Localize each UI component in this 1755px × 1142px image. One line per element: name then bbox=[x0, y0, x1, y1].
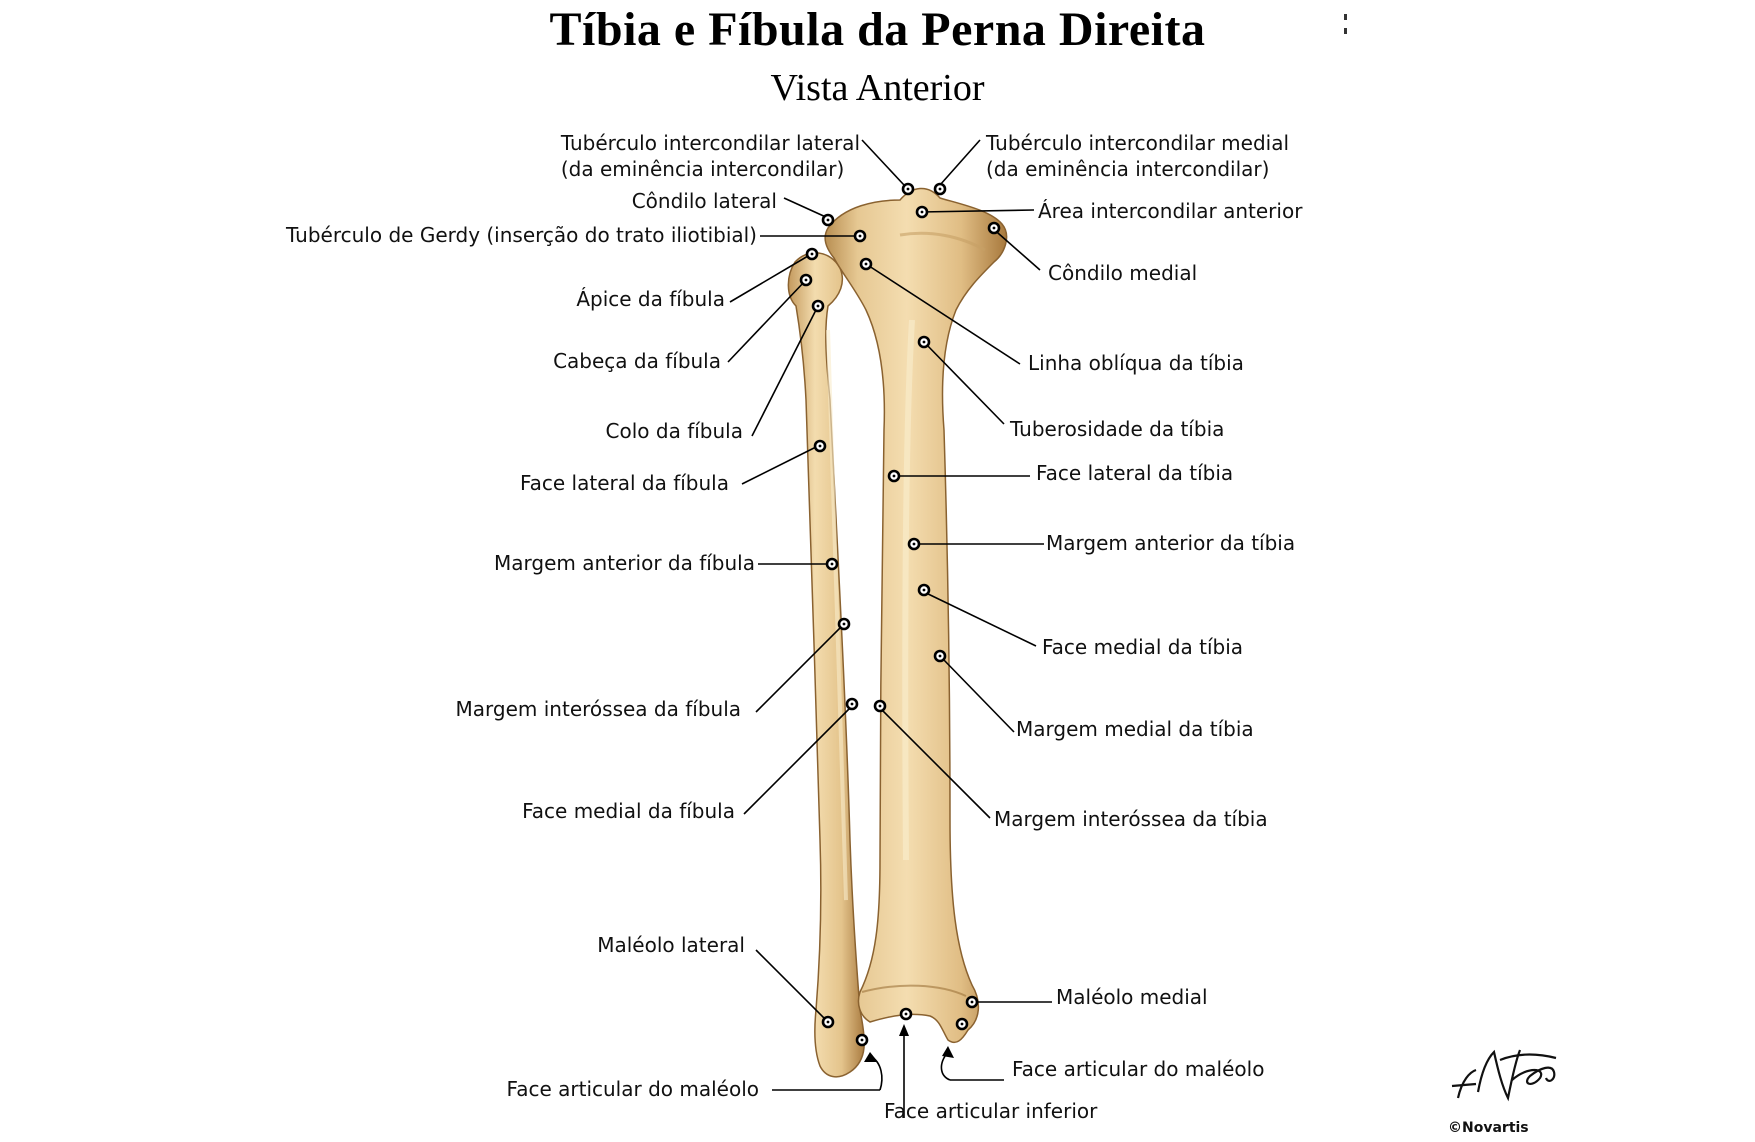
label-margem-anterior-tibia: Margem anterior da tíbia bbox=[1046, 531, 1296, 555]
label-condilo-medial: Côndilo medial bbox=[1048, 261, 1198, 285]
label-tuberculo-intercondilar-lateral: Tubérculo intercondilar lateral (da emin… bbox=[560, 131, 860, 181]
copyright-credit: ©Novartis bbox=[1448, 1120, 1529, 1136]
label-colo-fibula: Colo da fíbula bbox=[605, 419, 743, 443]
label-linha-obliqua-tibia: Linha oblíqua da tíbia bbox=[1028, 351, 1244, 375]
corner-mark bbox=[1344, 14, 1347, 36]
label-margem-interossea-tibia: Margem interóssea da tíbia bbox=[994, 807, 1268, 831]
label-margem-medial-tibia: Margem medial da tíbia bbox=[1016, 717, 1254, 741]
label-tuberculo-intercondilar-medial: Tubérculo intercondilar medial (da eminê… bbox=[986, 131, 1290, 181]
tibia-bone bbox=[824, 187, 1008, 1044]
label-face-lateral-tibia: Face lateral da tíbia bbox=[1036, 461, 1234, 485]
fibula-bone bbox=[787, 252, 865, 1078]
page-subtitle: Vista Anterior bbox=[770, 67, 985, 109]
label-apice-fibula: Ápice da fíbula bbox=[576, 287, 725, 311]
label-margem-interossea-fibula: Margem interóssea da fíbula bbox=[455, 697, 741, 721]
label-face-articular-maleolo-medial: Face articular do maléolo bbox=[1012, 1057, 1265, 1081]
label-margem-anterior-fibula: Margem anterior da fíbula bbox=[494, 551, 755, 575]
label-area-intercondilar-anterior: Área intercondilar anterior bbox=[1038, 199, 1303, 223]
label-face-lateral-fibula: Face lateral da fíbula bbox=[519, 471, 729, 495]
label-face-articular-inferior: Face articular inferior bbox=[884, 1099, 1098, 1123]
netter-signature bbox=[1451, 1049, 1557, 1102]
label-cabeca-fibula: Cabeça da fíbula bbox=[553, 349, 721, 373]
label-face-medial-fibula: Face medial da fíbula bbox=[522, 799, 735, 823]
label-condilo-lateral: Côndilo lateral bbox=[631, 189, 777, 213]
page-title: Tíbia e Fíbula da Perna Direita bbox=[549, 3, 1206, 56]
label-maleolo-lateral: Maléolo lateral bbox=[597, 933, 745, 957]
label-tuberculo-gerdy: Tubérculo de Gerdy (inserção do trato il… bbox=[286, 223, 757, 247]
label-tuberosidade-tibia: Tuberosidade da tíbia bbox=[1010, 417, 1225, 441]
label-maleolo-medial: Maléolo medial bbox=[1056, 985, 1208, 1009]
label-face-medial-tibia: Face medial da tíbia bbox=[1042, 635, 1244, 659]
label-face-articular-maleolo-lateral: Face articular do maléolo bbox=[506, 1077, 759, 1101]
